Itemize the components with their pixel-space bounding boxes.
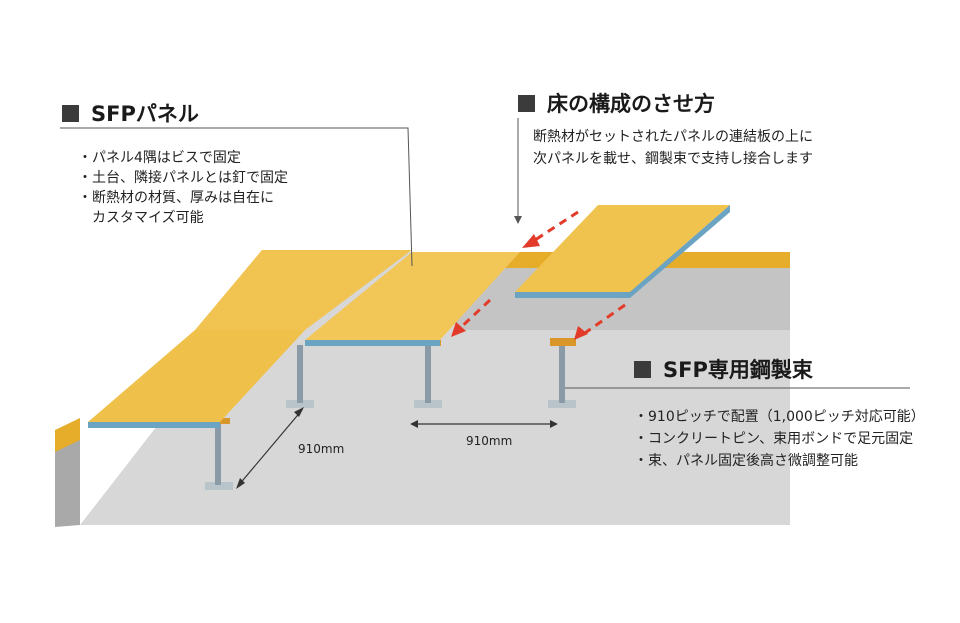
- list-item: カスタマイズ可能: [78, 210, 204, 226]
- panel-front-left: [88, 330, 305, 428]
- list-item: ・コンクリートピン、束用ボンドで足元固定: [634, 431, 914, 447]
- list-item: ・パネル4隅はビスで固定: [78, 150, 241, 166]
- floor-assembly-heading: 床の構成のさせ方: [518, 88, 715, 118]
- list-item: ・束、パネル固定後高さ微調整可能: [634, 453, 858, 469]
- steel-post-4: [548, 338, 576, 408]
- list-item: ・910ピッチで配置（1,000ピッチ対応可能）: [634, 409, 925, 425]
- dimension-label-left: 910mm: [298, 442, 345, 456]
- callout-lines: [60, 118, 910, 389]
- sfp-panel-heading: SFPパネル: [62, 98, 199, 128]
- square-bullet-icon: [62, 104, 79, 122]
- sill-left: [55, 418, 80, 452]
- concrete-slab-front: [55, 430, 80, 527]
- steel-post-title: SFP専用鋼製束: [663, 358, 813, 382]
- square-bullet-icon: [634, 360, 651, 378]
- callout-arrow-head: [514, 216, 522, 224]
- sfp-panel-notes: ・パネル4隅はビスで固定 ・土台、隣接パネルとは釘で固定 ・断熱材の材質、厚みは…: [78, 148, 288, 228]
- panel-middle: [305, 252, 520, 346]
- placement-arrows: [456, 210, 626, 337]
- steel-post-notes: ・910ピッチで配置（1,000ピッチ対応可能） ・コンクリートピン、束用ボンド…: [634, 406, 925, 472]
- dimension-lines: [237, 409, 556, 487]
- list-item: ・断熱材の材質、厚みは自在に: [78, 190, 274, 206]
- square-bullet-icon: [518, 94, 535, 112]
- floor-assembly-description: 断熱材がセットされたパネルの連結板の上に 次パネルを載せ、鋼製束で支持し接合しま…: [533, 126, 813, 170]
- steel-post-2: [286, 345, 314, 408]
- sfp-panel-title: SFPパネル: [91, 102, 199, 126]
- description-line: 断熱材がセットされたパネルの連結板の上に: [533, 129, 813, 145]
- steel-post-heading: SFP専用鋼製束: [634, 354, 813, 384]
- panel-lifted: [515, 205, 730, 298]
- list-item: ・土台、隣接パネルとは釘で固定: [78, 170, 288, 186]
- arrow-heads: [451, 234, 588, 340]
- dimension-arrow-heads: [236, 407, 558, 489]
- description-line: 次パネルを載せ、鋼製束で支持し接合します: [533, 151, 813, 167]
- dimension-label-right: 910mm: [466, 434, 513, 448]
- floor-assembly-title: 床の構成のさせ方: [547, 92, 715, 116]
- panel-back-left: [195, 250, 412, 330]
